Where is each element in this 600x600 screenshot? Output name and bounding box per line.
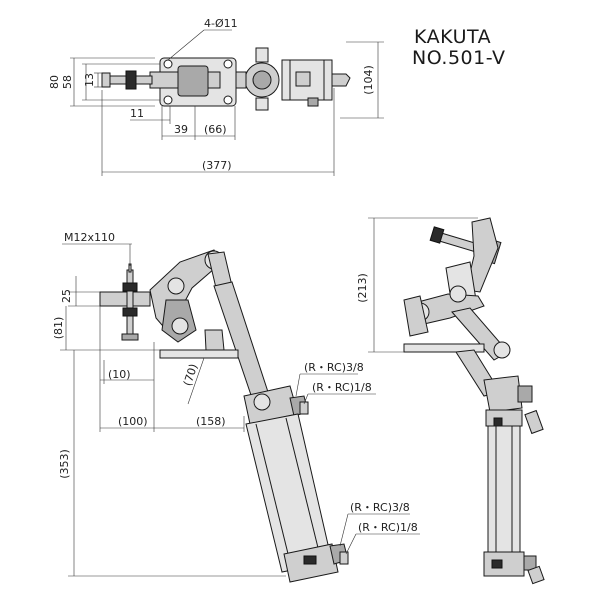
dim-377: (377) [202,159,232,172]
dim-10: (10) [108,368,131,381]
dim-213: (213) [356,273,369,303]
open-clamp-arm [465,217,499,293]
open-pivot [449,285,467,303]
top-fitting [255,97,269,111]
open-cylinder-head [483,375,523,413]
bolt-callout: M12x110 [64,231,115,244]
port-lower-a: (R・RC)3/8 [350,501,410,514]
top-port [295,71,311,87]
side-lower-port [339,551,349,565]
side-bracket [204,329,225,351]
top-hole [163,95,173,105]
dim-353: (353) [58,449,71,479]
dim-104: (104) [362,65,375,95]
open-view: (213) [356,217,545,585]
dim-25: 25 [60,289,73,303]
dim-11: 11 [130,107,144,120]
top-fitting-end [331,73,351,87]
title-model: NO.501-V [412,47,505,69]
top-neck [235,71,247,89]
top-hole [223,95,233,105]
side-pivot [171,317,189,335]
side-arm-tip [99,291,151,307]
open-link-b [403,295,429,337]
top-hole [163,59,173,69]
side-spindle [126,269,134,337]
side-nut [122,282,138,292]
hole-callout: 4-Ø11 [204,17,238,30]
dim-100: (100) [118,415,148,428]
side-pivot [167,277,185,295]
open-pad [429,226,445,244]
top-spindle-pad [101,72,111,88]
side-pad [121,333,139,341]
open-cylinder-collar [485,409,523,427]
title-block: KAKUTA NO.501-V [412,26,505,69]
title-brand: KAKUTA [414,26,491,48]
side-base [159,349,239,359]
dim-70: (70) [181,362,200,388]
open-port [524,409,544,435]
side-port [299,401,309,415]
side-cap-bolt [303,555,317,565]
dim-81: (81) [52,317,65,340]
dim-58: 58 [61,75,74,89]
dim-39: 39 [174,123,188,136]
side-view: M12x110 (R・RC)3/8 (R・RC)1/8 (R・RC)3/8 (R… [52,231,420,583]
open-cap-bolt [491,559,503,569]
port-upper-a: (R・RC)3/8 [304,361,364,374]
open-port-fitting [517,385,533,403]
port-upper-b: (R・RC)1/8 [312,381,372,394]
open-cylinder-cap [483,551,525,577]
side-head-pin [253,393,271,411]
open-cylinder-body [487,425,521,557]
top-spindle-nut [125,70,137,90]
top-linkage [177,65,209,97]
open-lower-port [527,565,545,585]
port-lower-b: (R・RC)1/8 [358,521,418,534]
open-base [403,343,485,353]
top-view: 4-Ø11 80 58 13 (104) 11 39 (66) (377) [48,17,384,176]
top-cylinder-boss [252,70,272,90]
open-pivot [493,341,511,359]
dim-66: (66) [204,123,227,136]
top-hole [223,59,233,69]
dim-80: 80 [48,75,61,89]
side-nut [122,307,138,317]
top-fitting [255,47,269,63]
dim-13: 13 [83,73,96,87]
dim-158: (158) [196,415,226,428]
top-fitting-low [307,97,319,107]
